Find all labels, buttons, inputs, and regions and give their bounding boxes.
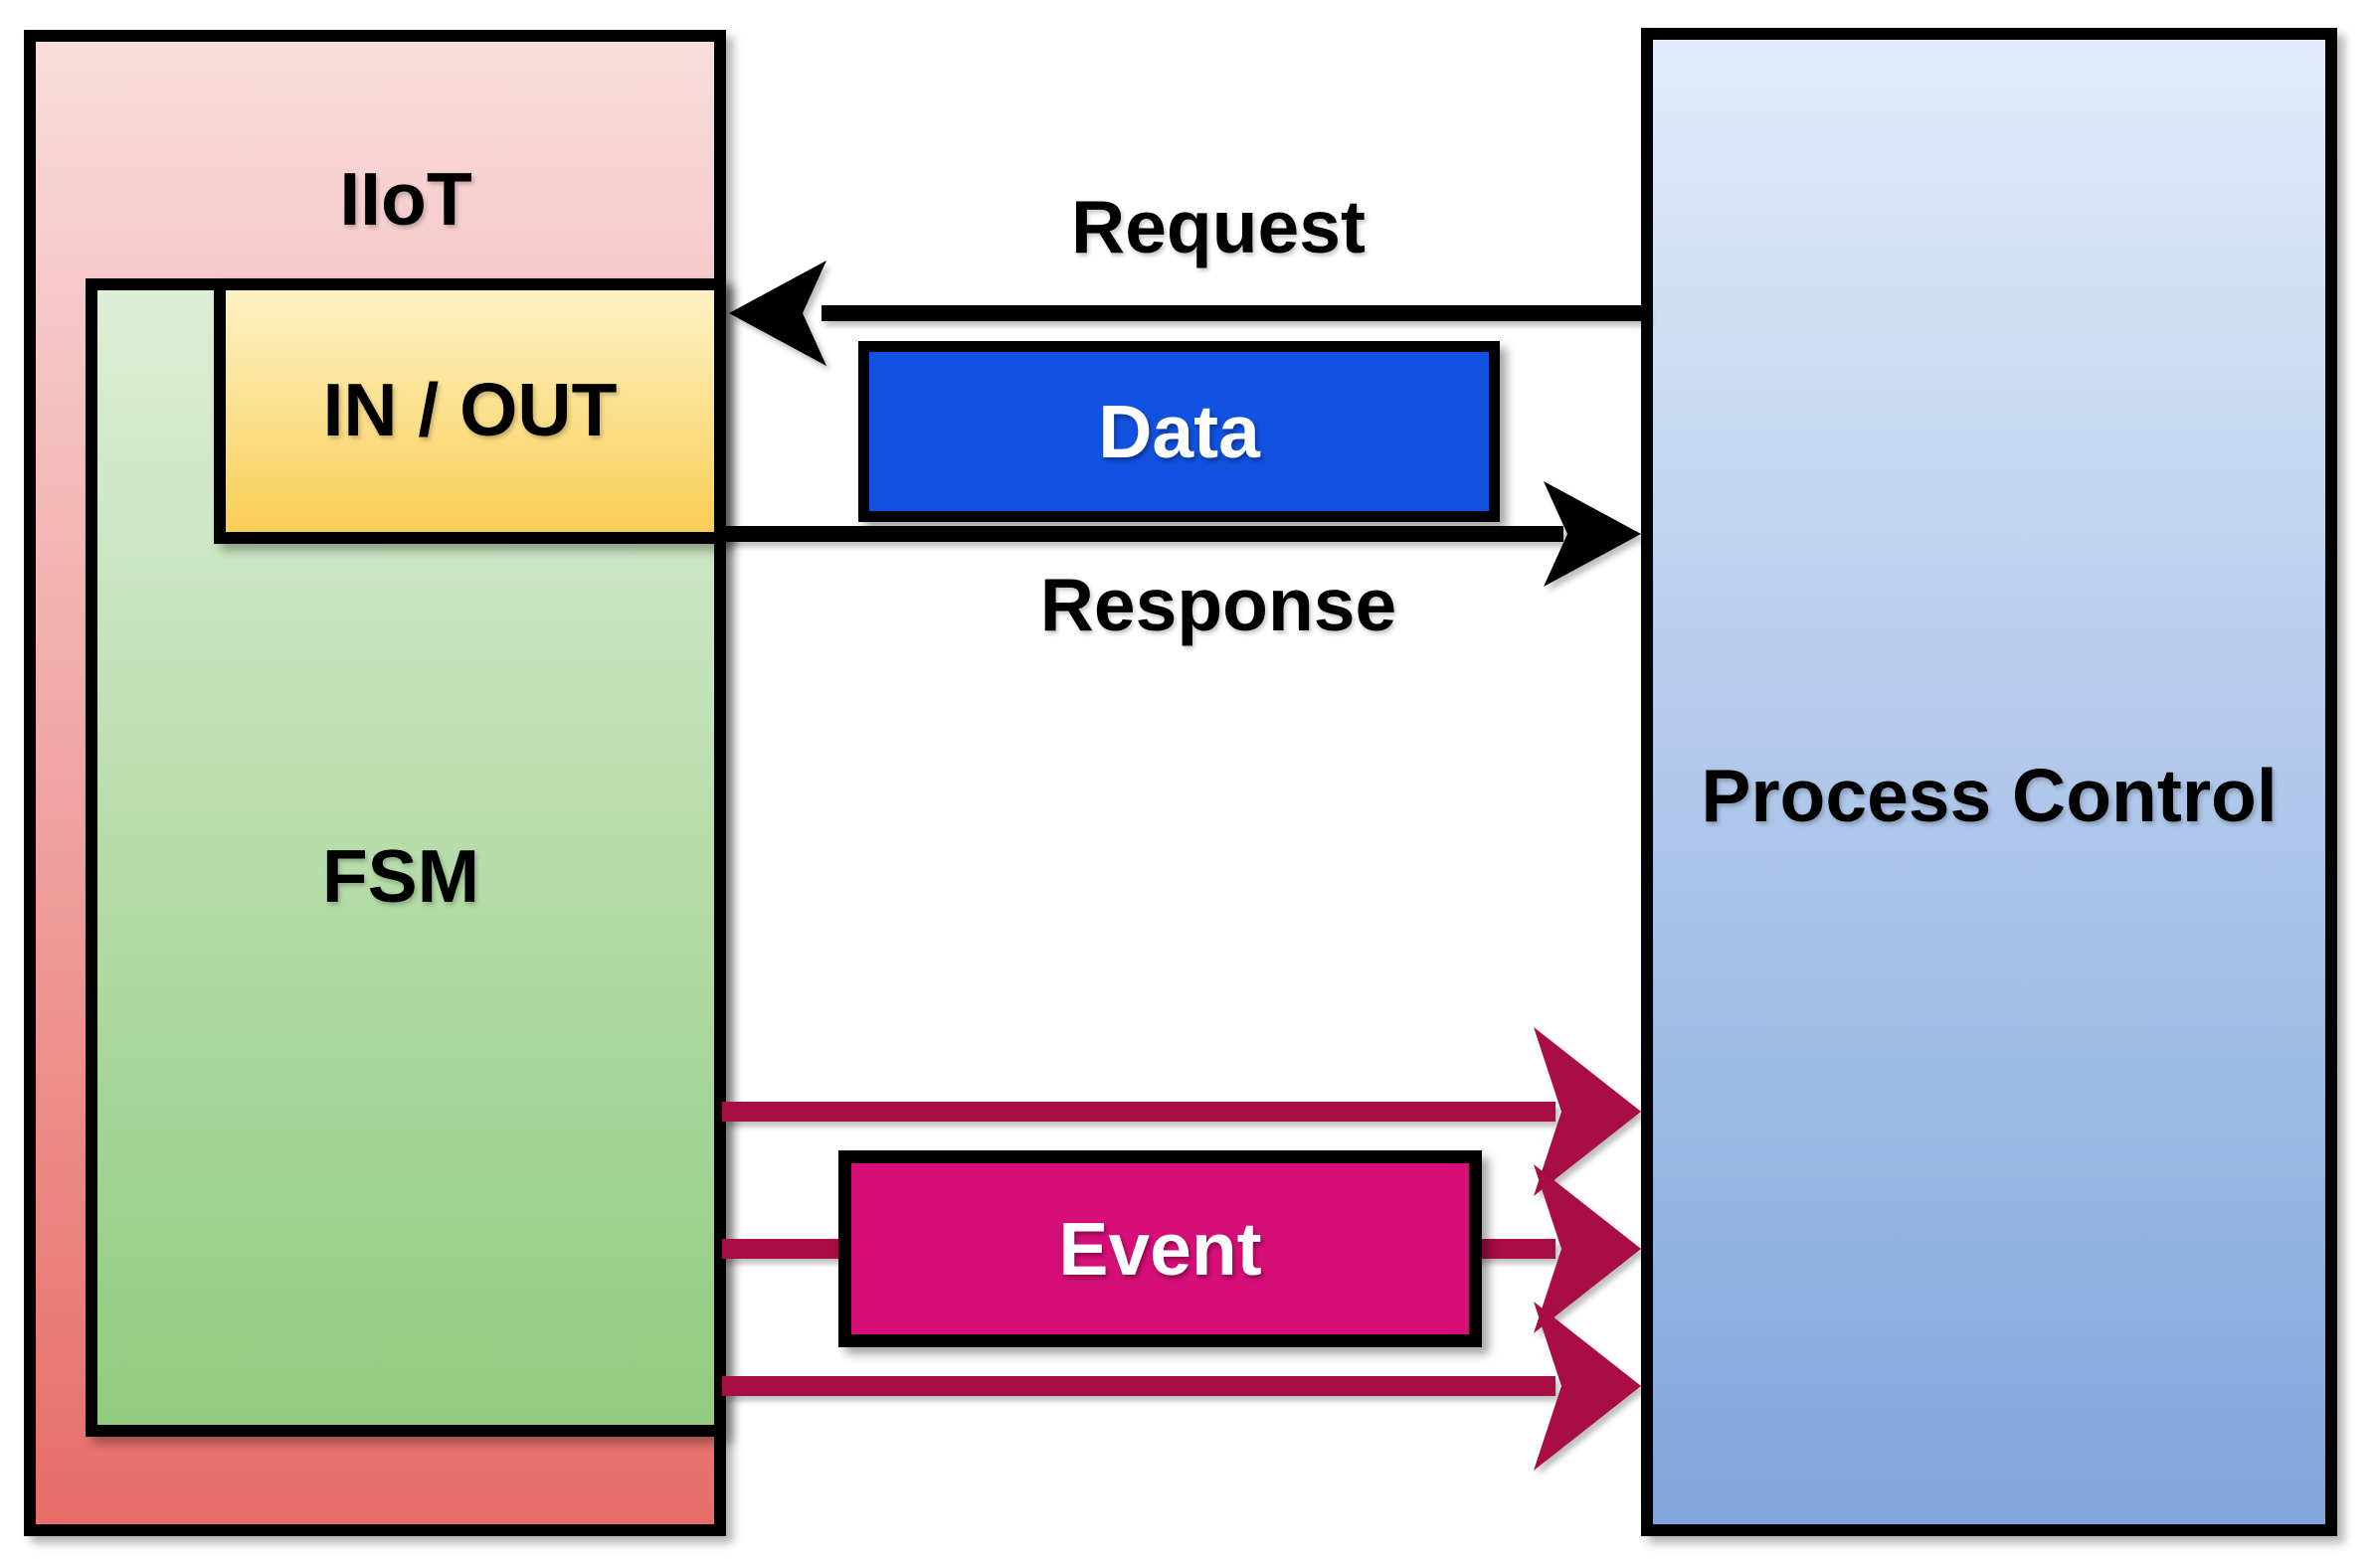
event-label: Event bbox=[1058, 1207, 1262, 1291]
request-arrow bbox=[729, 261, 1647, 366]
data-box: Data bbox=[858, 341, 1500, 522]
process-control-label: Process Control bbox=[1701, 754, 2278, 837]
inout-box bbox=[214, 278, 726, 544]
response-label: Response bbox=[1039, 563, 1397, 646]
process-control-box bbox=[1641, 28, 2337, 1536]
event-arrow-1 bbox=[722, 1027, 1641, 1196]
request-label: Request bbox=[1071, 185, 1366, 268]
fsm-label: FSM bbox=[321, 834, 480, 918]
data-label: Data bbox=[1098, 390, 1260, 473]
inout-label: IN / OUT bbox=[322, 368, 618, 451]
event-arrow-3 bbox=[722, 1302, 1641, 1471]
response-arrow bbox=[722, 481, 1641, 587]
event-box: Event bbox=[838, 1150, 1482, 1347]
iiot-label: IIoT bbox=[339, 157, 472, 241]
